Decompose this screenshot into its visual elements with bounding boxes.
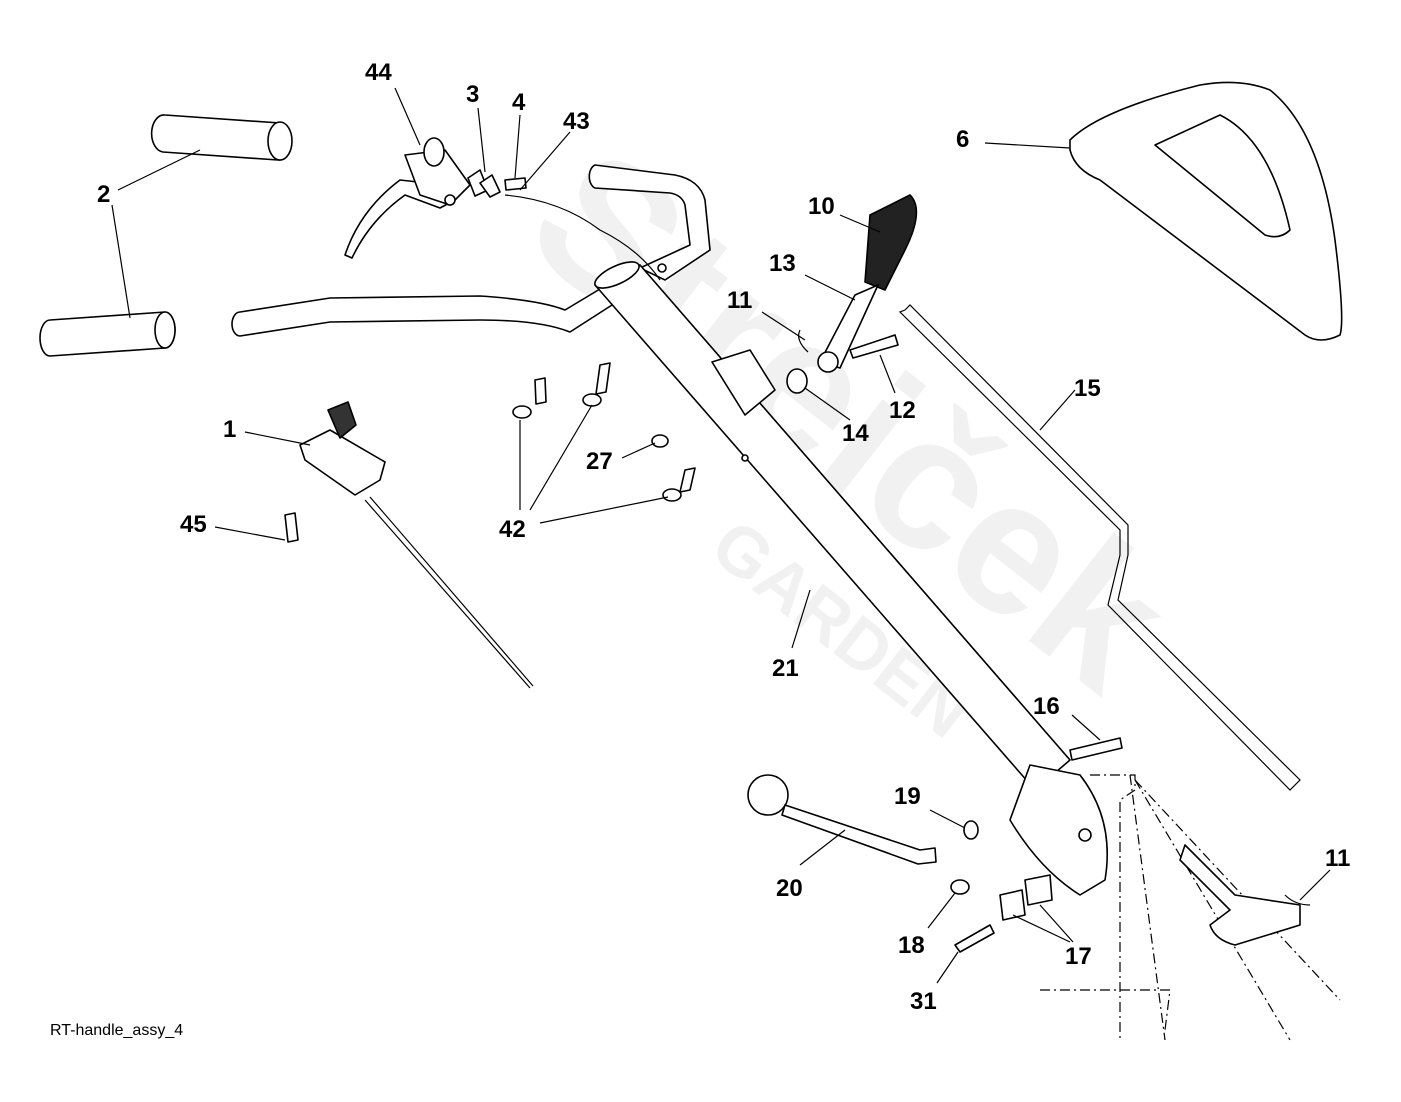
hand-rod xyxy=(781,804,937,865)
hand-grip xyxy=(39,114,293,357)
callout-18: 18 xyxy=(898,932,925,959)
bumper xyxy=(1024,874,1053,906)
callout-20: 20 xyxy=(776,875,803,902)
bolt xyxy=(954,924,995,953)
washer xyxy=(479,174,501,198)
callout-11b: 11 xyxy=(1325,845,1350,872)
control-bracket xyxy=(299,401,534,689)
callout-14: 14 xyxy=(842,420,869,447)
bolt xyxy=(534,377,547,405)
callout-44: 44 xyxy=(365,59,392,86)
nut xyxy=(950,879,970,895)
nut xyxy=(651,434,669,448)
bolt xyxy=(849,334,899,359)
callout-12: 12 xyxy=(889,397,916,424)
bolt-head xyxy=(582,393,602,407)
bolt xyxy=(679,467,696,493)
callout-13: 13 xyxy=(769,250,796,277)
handle-tube xyxy=(594,261,1108,896)
callout-6: 6 xyxy=(956,126,969,153)
callout-27: 27 xyxy=(586,448,613,475)
knob xyxy=(747,774,789,816)
callout-19: 19 xyxy=(894,783,921,810)
callout-15: 15 xyxy=(1074,375,1101,402)
tiller-frame-outline xyxy=(1040,774,1341,1041)
handlebar xyxy=(231,164,711,337)
bolt xyxy=(1069,737,1123,761)
shift-grip xyxy=(864,194,918,291)
callout-1: 1 xyxy=(223,416,236,443)
callout-3: 3 xyxy=(466,81,479,108)
bolt-head xyxy=(512,405,532,419)
shift-rod xyxy=(898,304,1301,791)
callout-43: 43 xyxy=(563,108,590,135)
callout-42: 42 xyxy=(499,516,526,543)
clip-pin xyxy=(798,329,809,353)
cable xyxy=(504,194,661,281)
bolt xyxy=(595,362,611,395)
callout-4: 4 xyxy=(512,89,526,116)
callout-21: 21 xyxy=(772,655,799,682)
callout-45: 45 xyxy=(180,511,207,538)
callout-17: 17 xyxy=(1065,943,1092,970)
bolt-head xyxy=(662,488,682,502)
diagram-caption: RT-handle_assy_4 xyxy=(50,1022,184,1039)
handle-cover xyxy=(1069,81,1343,341)
callout-16: 16 xyxy=(1033,693,1060,720)
clip-pin xyxy=(1284,894,1311,906)
callout-31: 31 xyxy=(910,988,937,1015)
screw xyxy=(504,177,527,191)
spacer xyxy=(786,368,808,394)
shift-lever xyxy=(819,284,879,369)
callout-2: 2 xyxy=(97,181,110,208)
leader-lines xyxy=(111,87,1331,984)
callout-10: 10 xyxy=(808,193,835,220)
shift-arm xyxy=(1179,844,1301,946)
lever-pivot xyxy=(817,351,839,373)
brake-lever xyxy=(344,137,471,259)
callout-11: 11 xyxy=(727,287,752,314)
washer xyxy=(963,820,979,840)
shift-bracket xyxy=(711,349,776,416)
bolt xyxy=(284,512,299,543)
bumper xyxy=(999,889,1026,921)
